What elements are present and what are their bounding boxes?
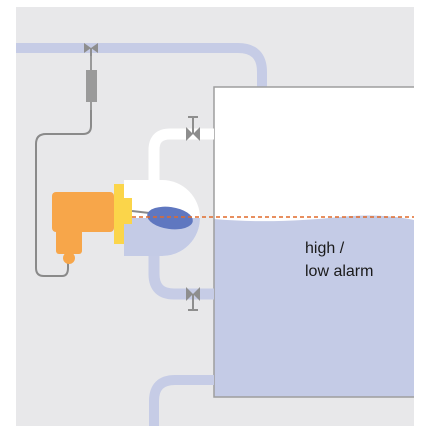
signal-cable xyxy=(35,110,92,277)
float-icon xyxy=(147,206,193,230)
outlet-pipe xyxy=(149,375,214,426)
tank-liquid xyxy=(214,215,414,397)
lower-connection-pipe xyxy=(148,240,214,300)
valve-icon xyxy=(84,43,98,56)
alarm-label-line2: low alarm xyxy=(305,263,373,280)
upper-connection-pipe xyxy=(148,128,214,185)
valve-icon xyxy=(186,116,200,141)
tank-wall xyxy=(213,86,414,398)
valve-icon xyxy=(186,287,200,311)
alarm-label-line1: high / xyxy=(305,240,345,257)
inlet-pipe xyxy=(16,43,267,98)
level-switch-icon xyxy=(52,184,132,264)
sight-tube xyxy=(86,70,97,102)
